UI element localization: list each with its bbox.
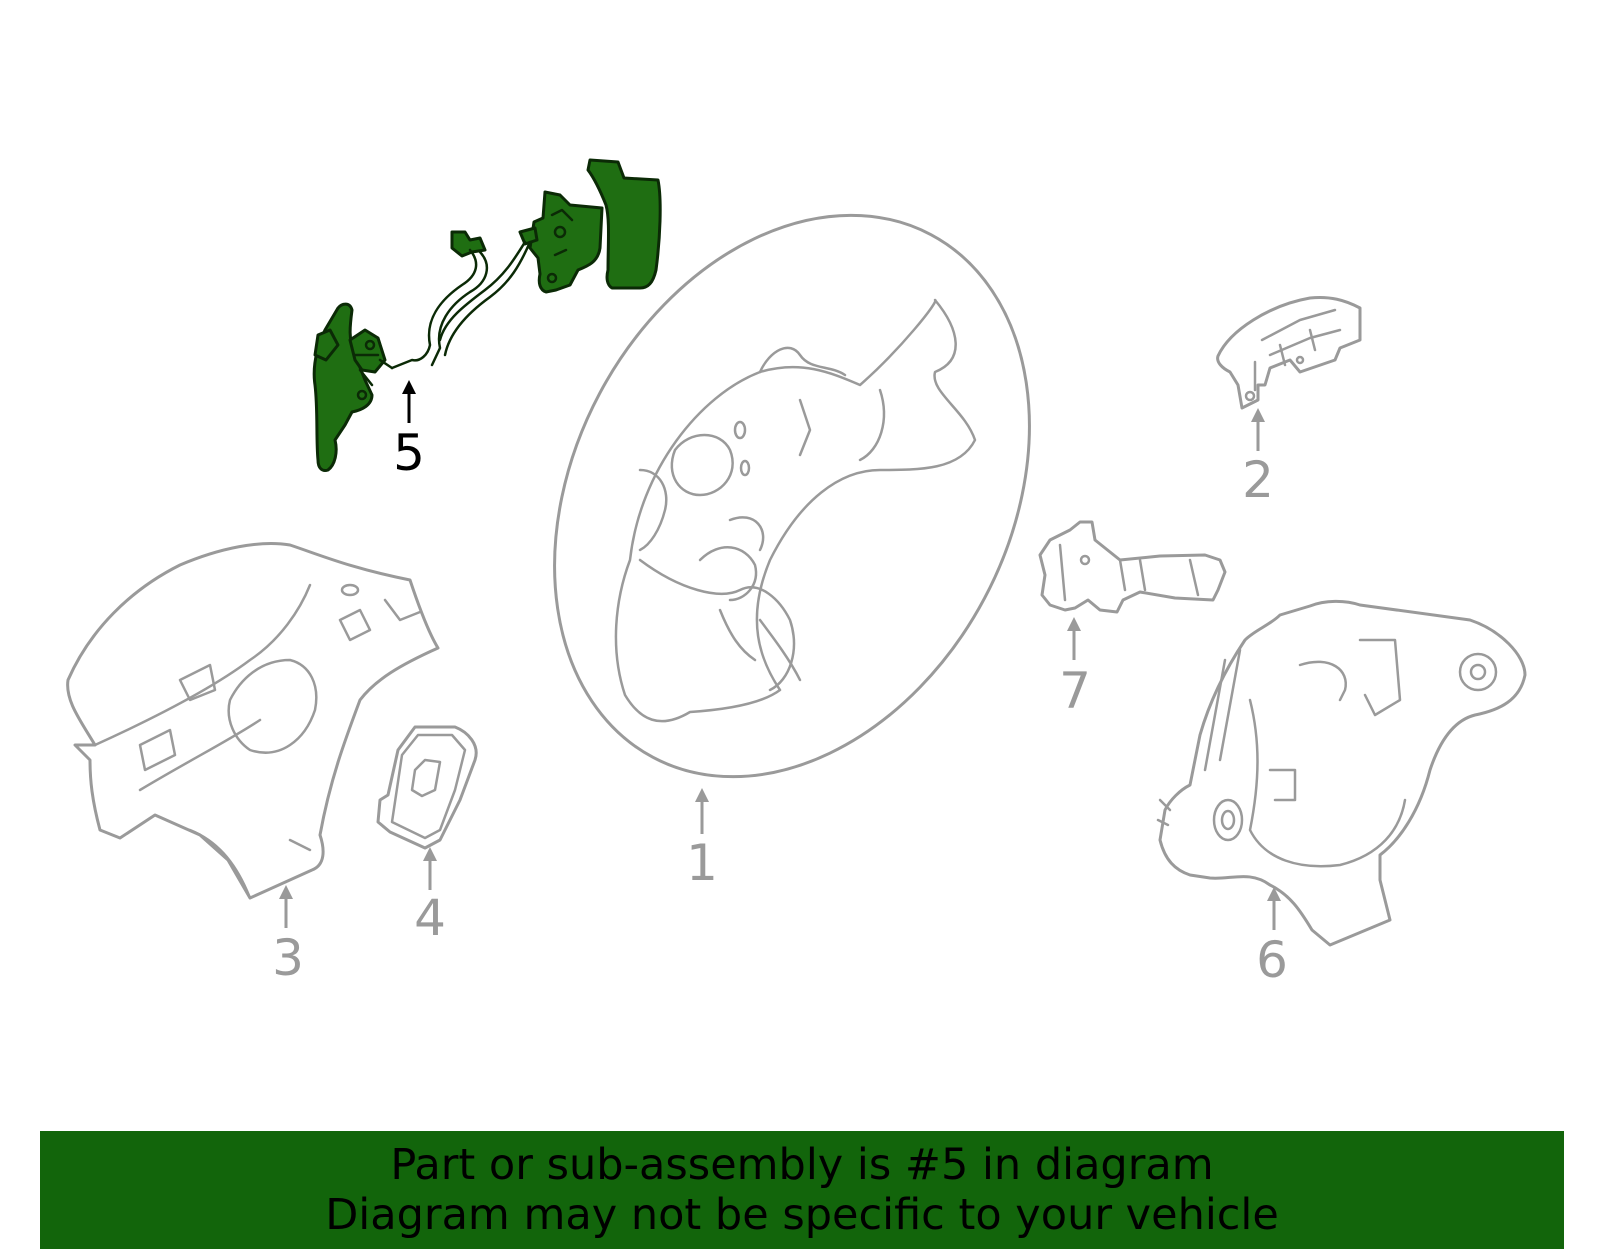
notice-banner: Part or sub-assembly is #5 in diagram Di… bbox=[40, 1131, 1564, 1249]
part-7-combination-switch[interactable] bbox=[1038, 520, 1227, 614]
part-4-sensor[interactable] bbox=[376, 725, 478, 850]
callout-label-5[interactable]: 5 bbox=[393, 424, 425, 482]
banner-line-part-number: Part or sub-assembly is #5 in diagram bbox=[390, 1140, 1214, 1190]
callout-arrow-2 bbox=[1251, 408, 1265, 451]
part-1-steering-wheel[interactable] bbox=[461, 132, 1124, 859]
part-5-paddle-switch-assembly[interactable] bbox=[312, 158, 662, 472]
banner-line-disclaimer: Diagram may not be specific to your vehi… bbox=[325, 1190, 1279, 1240]
callout-label-4[interactable]: 4 bbox=[414, 889, 446, 947]
callout-label-1[interactable]: 1 bbox=[686, 834, 718, 892]
callout-arrow-7 bbox=[1067, 617, 1081, 660]
callout-arrow-1 bbox=[695, 788, 709, 834]
callout-arrow-3 bbox=[279, 885, 293, 928]
callout-arrow-6 bbox=[1267, 887, 1281, 930]
callout-label-2[interactable]: 2 bbox=[1242, 451, 1274, 509]
callout-label-3[interactable]: 3 bbox=[272, 929, 304, 987]
callout-arrow-4 bbox=[423, 847, 437, 890]
part-2-switch[interactable] bbox=[1216, 296, 1362, 410]
callout-label-7[interactable]: 7 bbox=[1059, 662, 1091, 720]
part-3-column-cover[interactable] bbox=[66, 542, 440, 900]
part-6-column-housing[interactable] bbox=[1156, 599, 1527, 947]
callout-arrow-5 bbox=[402, 380, 416, 423]
callout-label-6[interactable]: 6 bbox=[1256, 931, 1288, 989]
